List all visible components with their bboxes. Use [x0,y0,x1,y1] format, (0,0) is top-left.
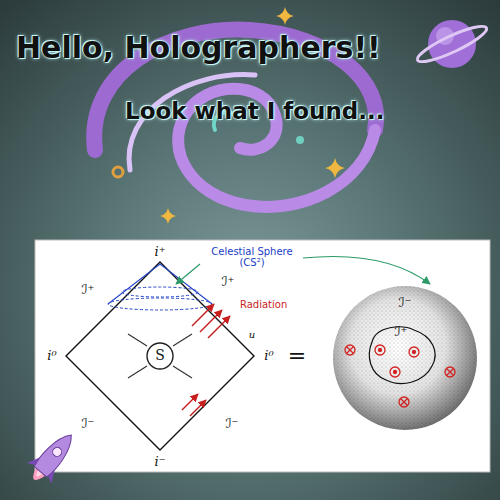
equals-sign: = [288,344,306,368]
rocket [22,425,84,490]
incoming-arrow [190,400,206,416]
scri-label-holder: ℐ⁺ [82,283,95,297]
infinity-label-holder: i⁻ [154,455,165,469]
radiation-arrow [200,310,222,332]
scri-label-holder: ℐ⁺ [222,275,235,289]
scri-label: ℐ⁻ [82,417,95,431]
subtitle: Look what I found... [125,98,385,124]
node-label: ℐ⁺ [395,325,408,339]
charge-symbols [345,345,455,407]
cross-symbol [399,397,409,407]
rocket-body [33,429,79,478]
scri-label: ℐ⁻ [226,417,239,431]
galaxy-dot [113,167,123,177]
celestial-sphere: ℐ⁻ ℐ⁺ [333,286,477,430]
infinity-label-holder: i⁰ [47,349,56,363]
coordinate-label-holder: u [249,329,255,340]
sparkle [325,158,345,178]
rocket-fin [45,466,61,483]
penrose-diagram [66,262,254,450]
rocket-fin [27,451,43,468]
radiation-label-holder: Radiation [240,299,287,310]
galaxy-dot [296,136,304,144]
subtitle-holder: Look what I found... [125,98,385,124]
rocket-flame [29,468,45,483]
node-label: ℐ⁻ [399,296,412,310]
planet-ring [414,21,490,68]
dot-symbol [390,367,400,377]
scattering-leg [128,366,147,378]
infinity-label-holder: i⁰ [264,349,273,363]
leader-line [303,256,430,284]
callout-text-holder: Celestial Sphere (CS²) [204,246,300,268]
scri-label-holder: ℐ⁻ [82,417,95,431]
source-circle: S [146,342,174,370]
infinity-label-holder: i⁺ [154,245,165,259]
radiation-label: Radiation [240,299,287,310]
planet [414,20,490,68]
coordinate-label: u [249,329,255,340]
page-title: Hello, Holographers!! [16,30,381,65]
scri-label: ℐ⁺ [222,275,235,289]
sphere-section [122,287,198,297]
node-label: S [155,348,165,363]
title-holder: Hello, Holographers!! [16,30,381,65]
infinity-label: i⁰ [47,349,56,363]
scri-label-holder: ℐ⁻ [226,417,239,431]
rocket-flame [34,470,42,478]
sphere-stipple [333,286,477,430]
equals-sign-holder: = [288,344,306,368]
incoming-arrow [182,394,198,410]
scri-label: ℐ⁺ [82,283,95,297]
sparkle [276,7,294,25]
dot-symbol [375,345,385,355]
light-cone [108,264,212,304]
infinity-label: i⁻ [154,455,165,469]
scattering-leg [128,334,147,346]
radiation-arrow [192,304,214,326]
scattering-leg [173,334,192,346]
sparkle [160,208,176,224]
leader-line [176,264,200,284]
leader-lines [176,256,430,284]
scattering-leg [173,366,192,378]
future-region: ℐ⁺ [362,322,440,388]
penrose-diamond [66,262,254,450]
infinity-label: i⁺ [154,245,165,259]
cross-symbol [445,367,455,377]
infinity-label: i⁰ [264,349,273,363]
sphere-section [108,298,212,310]
sphere-fill [333,286,477,430]
callout-text: Celestial Sphere (CS²) [204,246,300,268]
cross-symbol [345,345,355,355]
figure-panel [35,240,490,472]
radiation-arrow [208,316,230,338]
source-ring [147,343,173,369]
dot-symbol [409,347,419,357]
rocket-window [51,446,64,459]
